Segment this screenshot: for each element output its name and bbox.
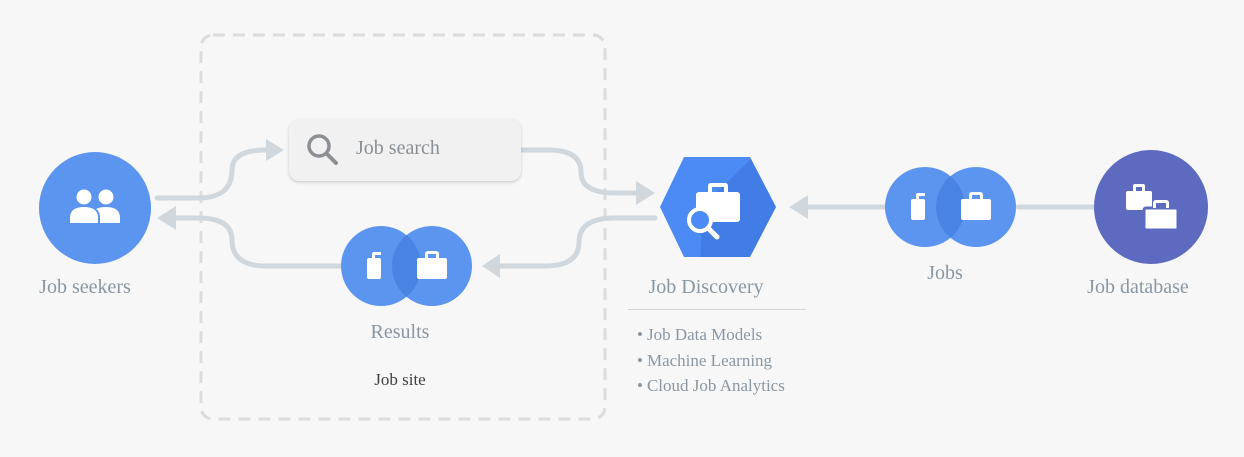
briefcase-icon xyxy=(911,193,925,220)
people-icon xyxy=(70,189,120,223)
briefcase-stack-icon xyxy=(1126,184,1180,232)
job-search-box[interactable]: Job search xyxy=(289,119,521,181)
briefcase-icon xyxy=(961,192,991,220)
arrowheads xyxy=(157,139,808,278)
feature-item: Job Data Models xyxy=(637,322,785,348)
job-database-node xyxy=(1094,150,1208,264)
job-discovery-icon xyxy=(687,183,740,240)
connector-results-to-seekers xyxy=(173,215,343,269)
job-discovery-features: Job Data Models Machine Learning Cloud J… xyxy=(637,322,785,399)
job-site-label: Job site xyxy=(374,370,426,389)
job-site-boundary xyxy=(199,33,607,421)
job-discovery-label: Job Discovery xyxy=(648,276,764,298)
connectors xyxy=(154,147,1098,269)
job-seekers-label: Job seekers xyxy=(39,276,131,298)
results-label: Results xyxy=(370,321,430,343)
arrowhead-to-results xyxy=(482,254,500,278)
briefcase-icon xyxy=(417,251,447,279)
feature-item: Machine Learning xyxy=(637,348,785,374)
arrowhead-to-discovery-from-jobs xyxy=(789,195,808,219)
jobs-node xyxy=(885,167,1016,247)
results-node xyxy=(341,226,472,306)
jobs-label: Jobs xyxy=(927,262,963,284)
connector-discovery-to-results xyxy=(497,215,658,269)
connector-search-to-discovery xyxy=(519,147,643,196)
feature-item: Cloud Job Analytics xyxy=(637,373,785,399)
job-database-label: Job database xyxy=(1087,276,1189,298)
arrowhead-to-discovery xyxy=(636,181,655,205)
job-seekers-node xyxy=(39,152,151,264)
briefcase-icon xyxy=(367,252,381,279)
job-search-label: Job search xyxy=(356,137,440,159)
arrowhead-to-search xyxy=(266,139,284,161)
job-discovery-divider xyxy=(628,309,806,310)
job-discovery-node xyxy=(660,157,776,257)
connector-seekers-to-search xyxy=(154,147,273,201)
search-icon xyxy=(307,134,338,165)
arrowhead-to-seekers xyxy=(157,206,176,230)
